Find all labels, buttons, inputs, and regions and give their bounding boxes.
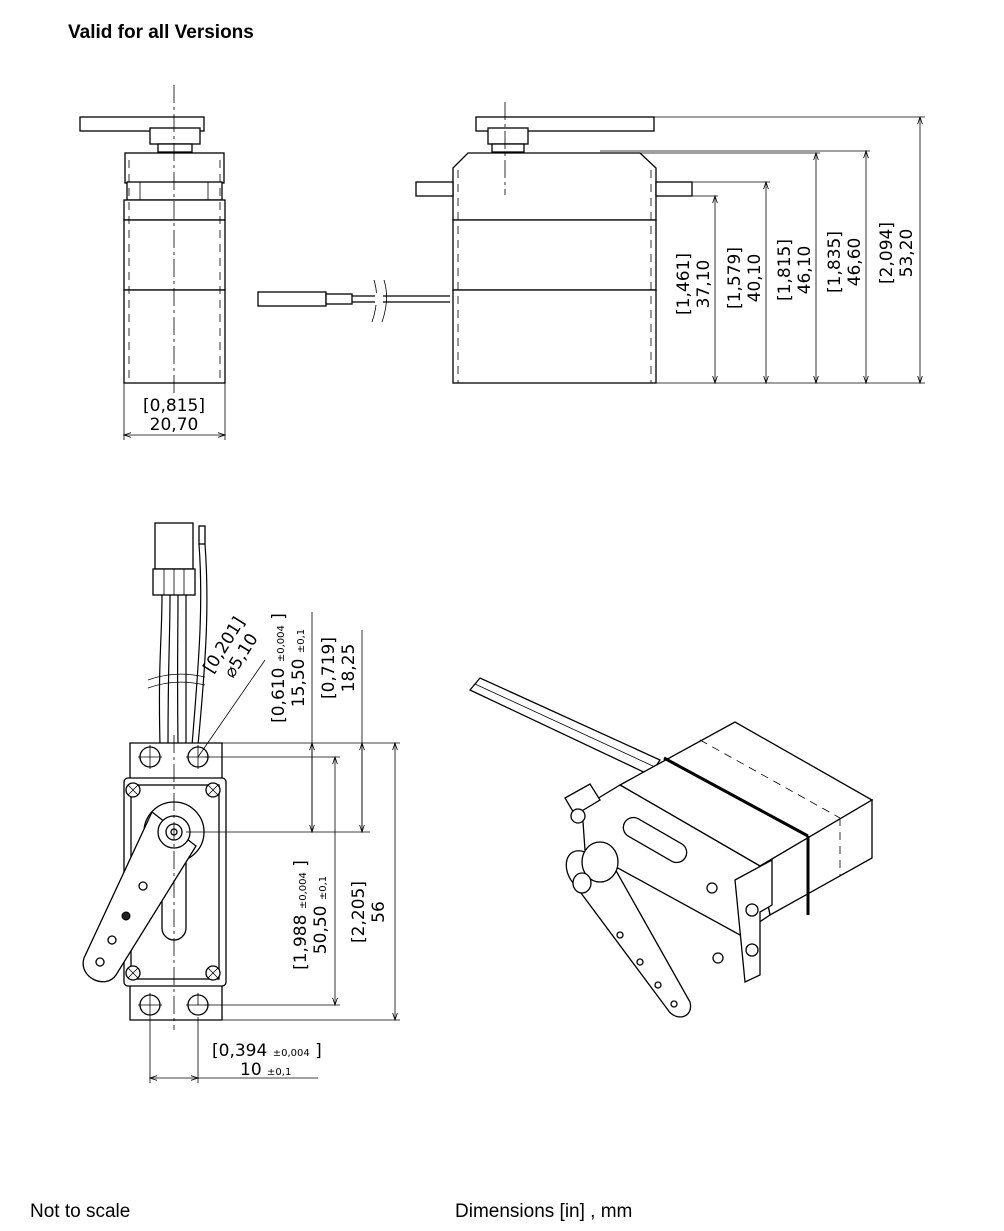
shaft-offset-mm: 15,50 [289, 659, 309, 708]
height-4-in: [1,835] [825, 231, 845, 293]
shaft-offset-in: [0,610 [269, 668, 289, 723]
height-3-in: [1,815] [775, 239, 795, 301]
hole-pitch-in-tol: ±0,004 [298, 872, 309, 909]
hole-pitch-in-close: ] [291, 860, 311, 867]
hole-pitch-in: [1,988 [291, 915, 311, 970]
front-width-in: [0,815] [143, 396, 205, 416]
flange-offset-mm: 18,25 [339, 644, 359, 693]
isometric-view [468, 677, 874, 1018]
height-1-mm: 37,10 [694, 260, 714, 309]
height-5-mm: 53,20 [897, 229, 917, 278]
page-heading: Valid for all Versions [68, 22, 254, 43]
hole-pitch-mm-tol: ±0,1 [318, 876, 329, 900]
svg-text:[0,610 ±0,004: [0,610 ±0,004 ] [269, 613, 289, 723]
hole-spacing-in: [0,394 [212, 1041, 267, 1061]
scale-note: Not to scale [30, 1201, 131, 1222]
svg-text:50,50 ±0,1: 50,50 ±0,1 [311, 876, 331, 954]
hole-spacing-in-tol: ±0,004 [273, 1048, 310, 1059]
height-1-in: [1,461] [674, 253, 694, 315]
height-2-in: [1,579] [725, 247, 745, 309]
hole-spacing-in-close: ] [315, 1041, 322, 1061]
shaft-offset-in-close: ] [269, 613, 289, 620]
height-2-mm: 40,10 [745, 254, 765, 303]
flange-offset-in: [0,719] [319, 637, 339, 699]
height-5-in: [2,094] [877, 222, 897, 284]
top-view: [0,201] ⌀5,10 [0,610 ±0,004 ] 15,50 ±0,1 [82, 522, 400, 1083]
shaft-offset-in-tol: ±0,004 [276, 625, 287, 662]
shaft-offset-mm-tol: ±0,1 [296, 629, 307, 653]
total-length-mm: 56 [369, 901, 389, 923]
hole-spacing-mm-tol: ±0,1 [267, 1067, 291, 1078]
hole-pitch-mm: 50,50 [311, 906, 331, 955]
height-3-mm: 46,10 [795, 246, 815, 295]
front-width-mm: 20,70 [150, 415, 199, 435]
units-note: Dimensions [in] , mm [455, 1201, 633, 1222]
total-length-in: [2,205] [349, 881, 369, 943]
svg-text:15,50 ±0,1: 15,50 ±0,1 [289, 629, 309, 707]
hole-spacing-mm: 10 [240, 1060, 262, 1080]
side-view: [1,461] 37,10 [1,579] 40,10 [1,815] 46,1… [257, 102, 925, 383]
front-view: [0,815] 20,70 [79, 85, 225, 440]
svg-text:[0,394 ±0,004 ]: [0,394 ±0,004 ] [212, 1041, 322, 1061]
svg-text:[1,988 ±0,004: [1,988 ±0,004 ] [291, 860, 311, 970]
height-4-mm: 46,60 [845, 238, 865, 287]
svg-text:10 ±0,1: 10 ±0,1 [240, 1060, 291, 1080]
